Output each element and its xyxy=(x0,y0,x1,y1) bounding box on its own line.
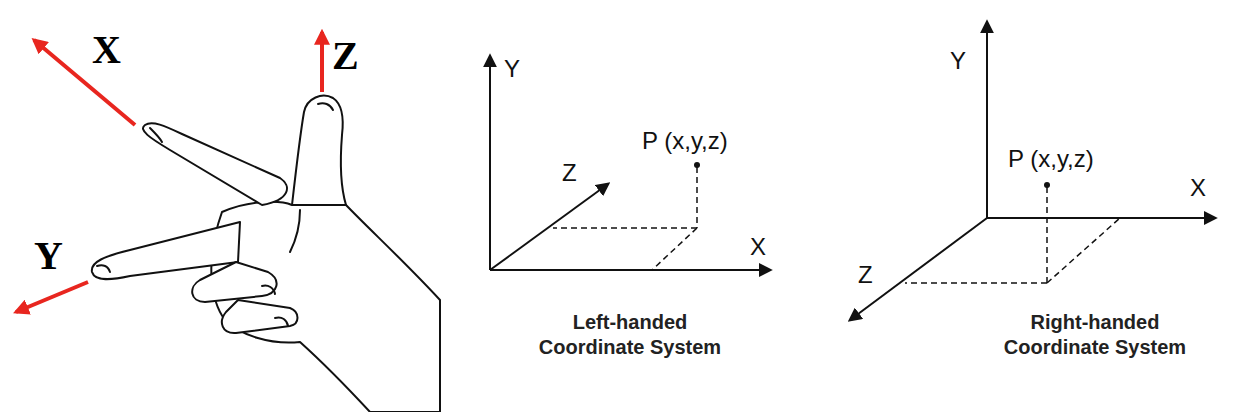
axis-label: Y xyxy=(504,56,520,82)
axis-label: Z xyxy=(562,160,577,186)
axis-label: Z xyxy=(332,34,359,78)
axis-label: X xyxy=(750,234,766,260)
hand-drawing xyxy=(92,96,440,412)
z-axis xyxy=(490,184,608,270)
y-axis xyxy=(986,22,988,218)
point-label: P (x,y,z) xyxy=(1008,146,1094,172)
left-handed-axes xyxy=(490,56,770,270)
projection-lines xyxy=(905,187,1120,283)
point-dot xyxy=(694,162,700,168)
axis-label: X xyxy=(92,28,121,72)
x-axis xyxy=(490,269,770,271)
z-arrow xyxy=(320,32,324,92)
caption: Left-handed Coordinate System xyxy=(525,310,735,360)
axis-label: Y xyxy=(34,234,63,278)
point-label: P (x,y,z) xyxy=(642,128,728,154)
z-axis xyxy=(850,218,987,320)
axis-label: X xyxy=(1190,175,1206,201)
right-handed-axes xyxy=(850,22,1215,320)
y-arrow xyxy=(16,282,88,312)
axis-label: Z xyxy=(858,262,873,288)
point-dot xyxy=(1044,182,1050,188)
y-axis xyxy=(489,56,491,270)
caption: Right-handed Coordinate System xyxy=(990,310,1200,360)
x-axis xyxy=(987,217,1215,219)
axis-label: Y xyxy=(950,48,966,74)
